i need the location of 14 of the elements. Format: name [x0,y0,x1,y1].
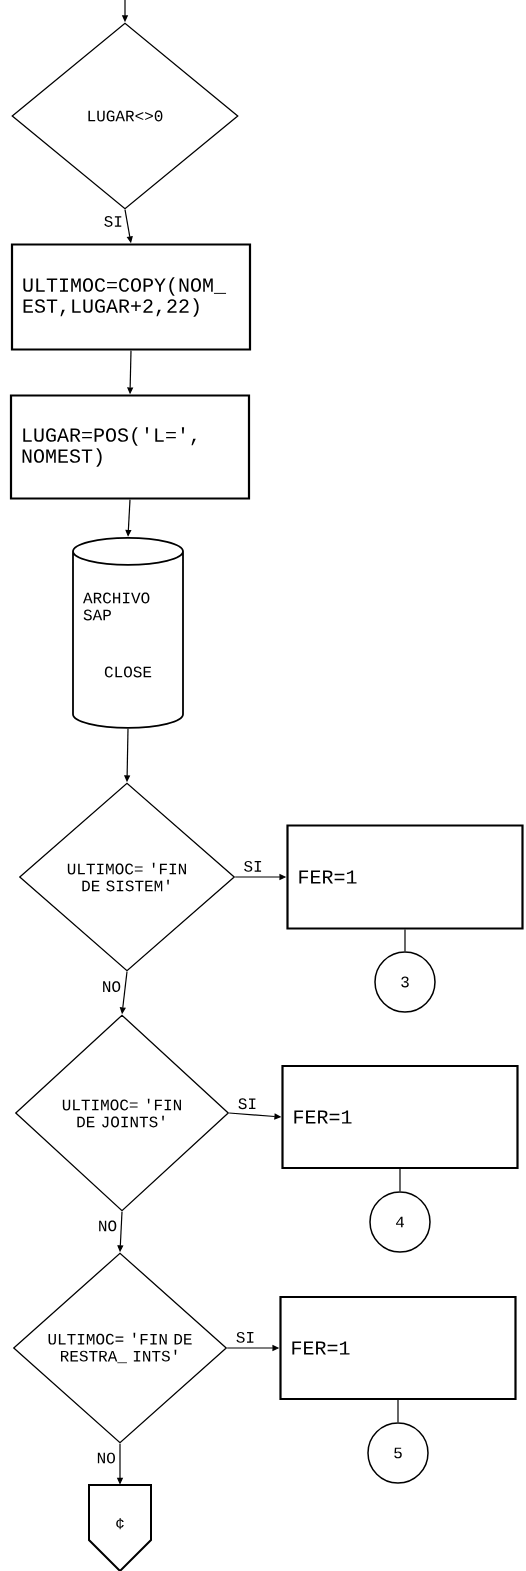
process-box: FER=1 [286,824,524,930]
off-page-connector: ¢ [88,1484,152,1571]
edge-label: NO [95,1451,117,1465]
process-box: LUGAR=POS('L=', NOMEST) [9,394,251,500]
process-box: FER=1 [281,1064,519,1170]
edge-label: SI [234,1330,257,1344]
edge-label: NO [100,980,123,994]
edge-label: SI [102,215,124,228]
edge-label: SI [236,1097,259,1111]
storage-cylinder: ARCHIVO SAP CLOSE [72,536,184,729]
process-box: FER=1 [279,1295,517,1401]
edge-label: SI [242,859,264,873]
edge-label: NO [96,1219,119,1233]
process-box: ULTIMOC=COPY(NOM_ EST,LUGAR+2,22) [10,243,252,351]
